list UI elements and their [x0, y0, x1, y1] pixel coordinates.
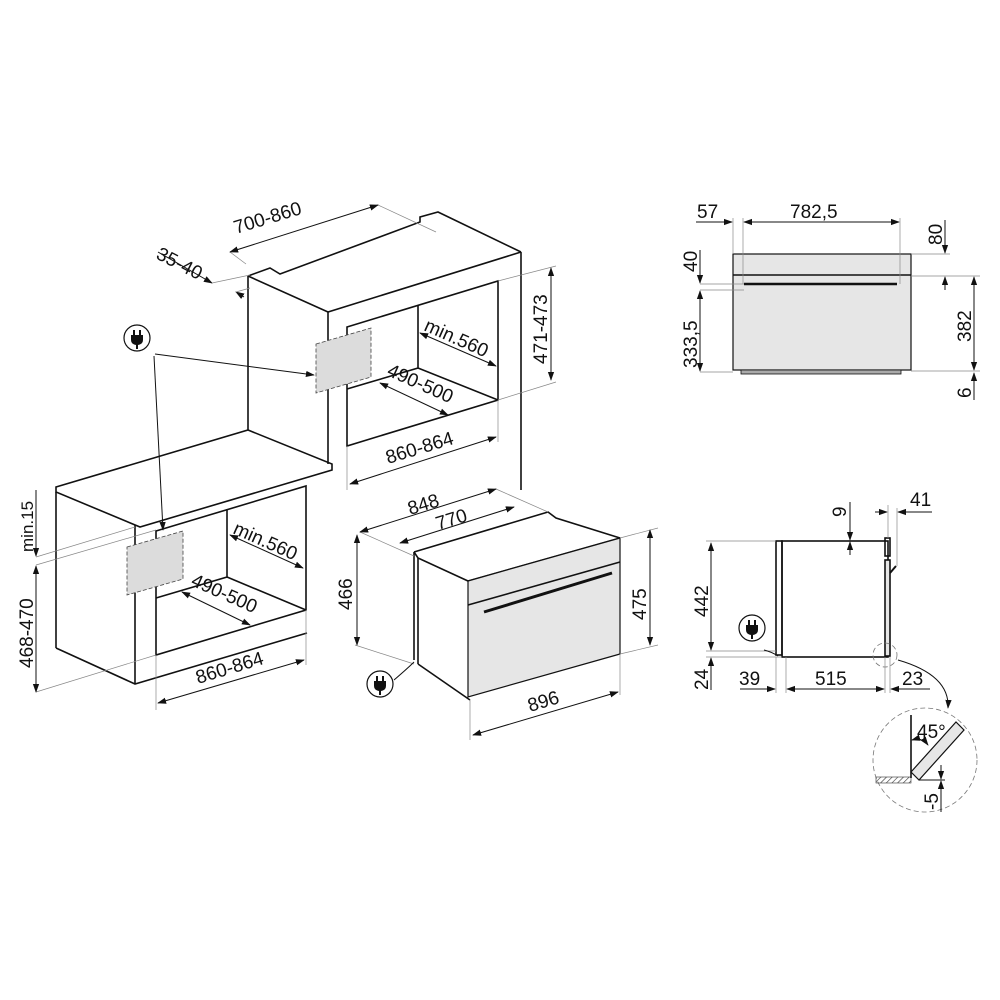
dim-475: 475 [630, 588, 651, 620]
dim-min560-lower: min.560 [230, 518, 300, 565]
oven-isometric [413, 511, 621, 701]
dim-40: 40 [681, 251, 702, 272]
dim-860-864-upper: 860-864 [383, 428, 456, 469]
dim-382: 382 [955, 310, 976, 342]
dim-39: 39 [739, 669, 760, 690]
dim-80: 80 [926, 224, 947, 245]
dim-471-473: 471-473 [531, 294, 552, 364]
dim-468-470: 468-470 [17, 598, 38, 668]
dim-minus5: -5 [922, 793, 943, 810]
dim-896: 896 [525, 687, 561, 716]
dim-6: 6 [955, 387, 976, 398]
plug-icon [738, 614, 766, 642]
dim-41: 41 [910, 490, 931, 511]
dim-333-5: 333,5 [681, 320, 702, 368]
oven-front-view [732, 253, 912, 375]
dim-23: 23 [902, 669, 923, 690]
dim-782-5: 782,5 [790, 202, 838, 223]
dim-45deg: 45° [917, 722, 946, 743]
plug-leaders [153, 353, 779, 681]
oven-side-view [775, 537, 952, 709]
dim-35-40: 35-40 [153, 244, 206, 285]
dim-515: 515 [815, 669, 847, 690]
detail-view: 45° -5 [872, 707, 978, 813]
dim-700-860: 700-860 [231, 198, 304, 238]
dim-466: 466 [336, 578, 357, 610]
plug-icon [366, 670, 394, 698]
plug-icon [123, 324, 151, 352]
lower-dimensions: min.15 468-470 min.560 490-500 860-864 [17, 490, 307, 710]
front-view-dimensions: 57 782,5 40 333,5 80 382 6 [681, 202, 980, 400]
dim-9: 9 [830, 506, 851, 517]
dim-442: 442 [692, 585, 713, 617]
lower-cabinet [55, 429, 333, 685]
dim-490-500-upper: 490-500 [384, 360, 456, 408]
dim-min560-upper: min.560 [421, 315, 491, 362]
dim-57: 57 [697, 202, 718, 223]
dim-860-864-lower: 860-864 [193, 648, 266, 689]
dim-min15: min.15 [18, 501, 37, 552]
dim-24: 24 [692, 668, 713, 690]
side-view-dimensions: 9 41 442 24 39 515 23 [692, 490, 932, 693]
